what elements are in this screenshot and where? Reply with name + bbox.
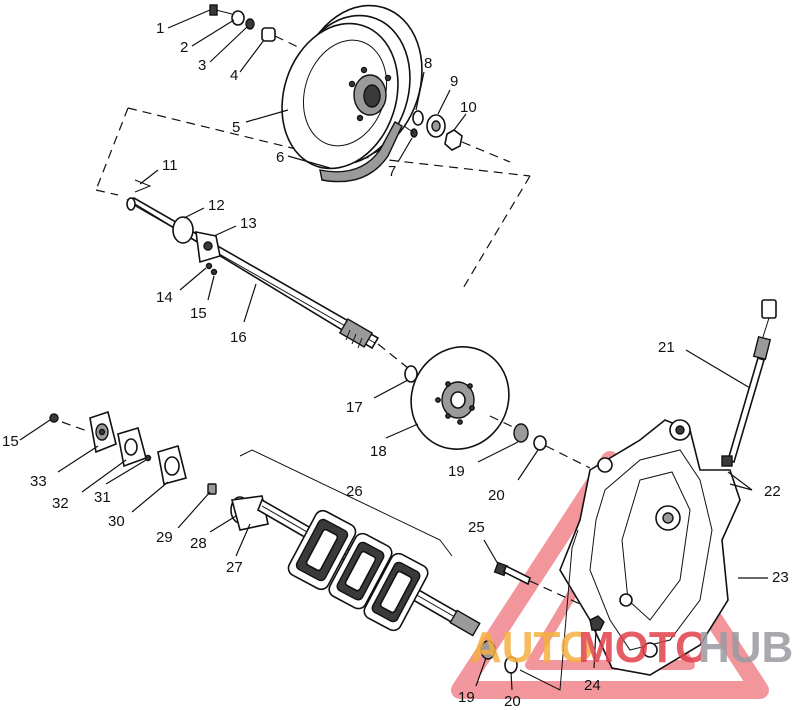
drive-chain-part-6 bbox=[319, 121, 403, 183]
callout-23: 23 bbox=[772, 569, 789, 586]
brake-disc-part-18 bbox=[410, 346, 510, 450]
axis-line-top bbox=[274, 35, 301, 49]
axis-line-left bbox=[61, 421, 91, 433]
callout-30: 30 bbox=[108, 513, 125, 530]
bearing-plate-part-32 bbox=[117, 426, 147, 468]
callout-10: 10 bbox=[460, 99, 477, 116]
chaincase-housing-part-23 bbox=[559, 419, 741, 676]
grease-fitting-part-29 bbox=[207, 483, 217, 495]
callout-13: 13 bbox=[240, 215, 257, 232]
bolt-part-25 bbox=[493, 561, 531, 586]
leader-lines bbox=[19, 9, 768, 691]
bearing-housing-part-27 bbox=[230, 495, 269, 531]
bolt-part-15-lower bbox=[49, 413, 59, 423]
watermark-word-moto: MOTO bbox=[578, 623, 709, 672]
axis-line-nut bbox=[461, 141, 511, 163]
bearing-plate-part-30 bbox=[157, 444, 187, 486]
speedometer-cable-part-21 bbox=[721, 299, 777, 467]
callout-7: 7 bbox=[388, 163, 396, 180]
callout-4: 4 bbox=[230, 67, 238, 84]
callout-27: 27 bbox=[226, 559, 243, 576]
callout-19-upper: 19 bbox=[448, 463, 465, 480]
bearing-part-19-lower bbox=[480, 640, 496, 660]
watermark-word-auto: AUTO bbox=[470, 623, 594, 672]
callout-21: 21 bbox=[658, 339, 675, 356]
washer-part-3 bbox=[245, 18, 255, 30]
axis-line-shaft bbox=[377, 343, 409, 369]
callout-29: 29 bbox=[156, 529, 173, 546]
callout-12: 12 bbox=[208, 197, 225, 214]
callout-19-lower: 19 bbox=[458, 689, 475, 706]
bearing-part-12 bbox=[172, 216, 194, 244]
callout-14: 14 bbox=[156, 289, 173, 306]
callout-8: 8 bbox=[424, 55, 432, 72]
callout-20-lower: 20 bbox=[504, 693, 521, 710]
nut-part-14 bbox=[205, 262, 213, 270]
callout-9: 9 bbox=[450, 73, 458, 90]
nut-part-24 bbox=[589, 615, 605, 631]
flange-part-13 bbox=[195, 230, 221, 264]
axis-line-disc bbox=[489, 415, 516, 429]
callout-18: 18 bbox=[370, 443, 387, 460]
bearing-flange-part-33 bbox=[89, 410, 117, 454]
callout-3: 3 bbox=[198, 57, 206, 74]
drive-pulley-part-5 bbox=[281, 4, 423, 170]
callout-31: 31 bbox=[94, 489, 111, 506]
callout-1: 1 bbox=[156, 20, 164, 37]
watermark-word-hub: HUB bbox=[698, 623, 793, 672]
retaining-ring-part-17 bbox=[404, 365, 418, 383]
callout-28: 28 bbox=[190, 535, 207, 552]
callout-20-upper: 20 bbox=[488, 487, 505, 504]
callout-22: 22 bbox=[764, 483, 781, 500]
callout-15-lower: 15 bbox=[2, 433, 19, 450]
callout-24: 24 bbox=[584, 677, 601, 694]
bolt-part-1 bbox=[209, 4, 233, 16]
callout-25: 25 bbox=[468, 519, 485, 536]
axis-line-bolt bbox=[529, 580, 581, 605]
callout-6: 6 bbox=[276, 149, 284, 166]
watermark-text: AUTO MOTO HUB bbox=[470, 623, 793, 672]
key-part-11 bbox=[134, 179, 152, 193]
washer-part-2 bbox=[231, 10, 245, 26]
callout-32: 32 bbox=[52, 495, 69, 512]
callout-33: 33 bbox=[30, 473, 47, 490]
callout-16: 16 bbox=[230, 329, 247, 346]
nut-part-10 bbox=[444, 129, 463, 151]
bracket-line-lower bbox=[519, 529, 579, 691]
callout-5: 5 bbox=[232, 119, 240, 136]
washer-part-8 bbox=[412, 110, 424, 126]
bolt-part-15-upper bbox=[210, 268, 218, 276]
screw-part-31 bbox=[144, 454, 152, 462]
group-bracket-26 bbox=[239, 449, 453, 557]
callout-2: 2 bbox=[180, 39, 188, 56]
track-drive-shaft-part-26 bbox=[257, 498, 481, 637]
callout-17: 17 bbox=[346, 399, 363, 416]
callout-11: 11 bbox=[162, 157, 178, 174]
bearing-part-19-upper bbox=[513, 423, 529, 443]
callout-15-upper: 15 bbox=[190, 305, 207, 322]
seal-part-20-upper bbox=[533, 435, 547, 451]
axis-line-seal bbox=[545, 445, 591, 469]
callout-26: 26 bbox=[346, 483, 363, 500]
callout-labels: 1 2 3 4 5 6 7 8 9 10 11 12 13 14 15 16 1… bbox=[2, 20, 789, 710]
spacer-part-4 bbox=[261, 27, 276, 42]
